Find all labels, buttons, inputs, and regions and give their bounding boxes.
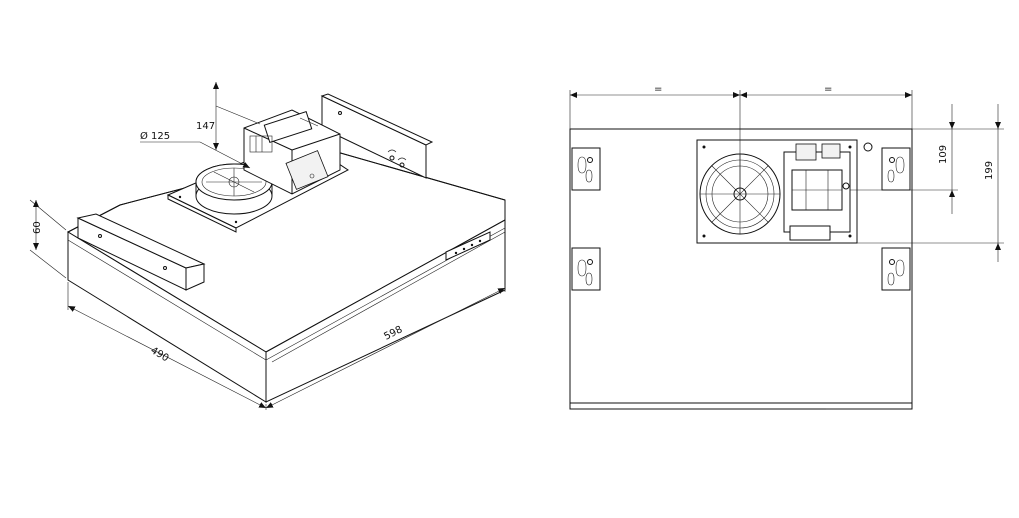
dim-depth-label: 490 xyxy=(148,345,170,364)
plan-motor-unit xyxy=(783,143,851,241)
left-bracket xyxy=(76,213,206,291)
dim-vertical: 109 199 xyxy=(850,104,1004,262)
dim-199-label: 199 xyxy=(984,161,995,180)
left-slots xyxy=(571,147,601,291)
dim-diameter: Ø 125 xyxy=(140,130,251,169)
dim-duct-label: 147 xyxy=(196,121,215,132)
dim-eq-right-label: = xyxy=(824,84,832,95)
dim-diameter-label: Ø 125 xyxy=(140,130,170,142)
dim-109-label: 109 xyxy=(938,145,949,164)
right-bracket xyxy=(320,93,434,179)
dim-height-label: 60 xyxy=(32,221,43,234)
motor-unit xyxy=(243,109,341,195)
right-slots xyxy=(881,147,911,291)
plan-view: = = 109 199 xyxy=(569,84,1004,410)
dim-duct: 147 xyxy=(196,82,261,150)
dim-equal: = = xyxy=(569,84,913,194)
dim-height: 60 xyxy=(29,199,67,279)
isometric-view: 60 490 598 147 Ø 125 xyxy=(29,82,506,410)
dim-eq-left-label: = xyxy=(654,84,662,95)
